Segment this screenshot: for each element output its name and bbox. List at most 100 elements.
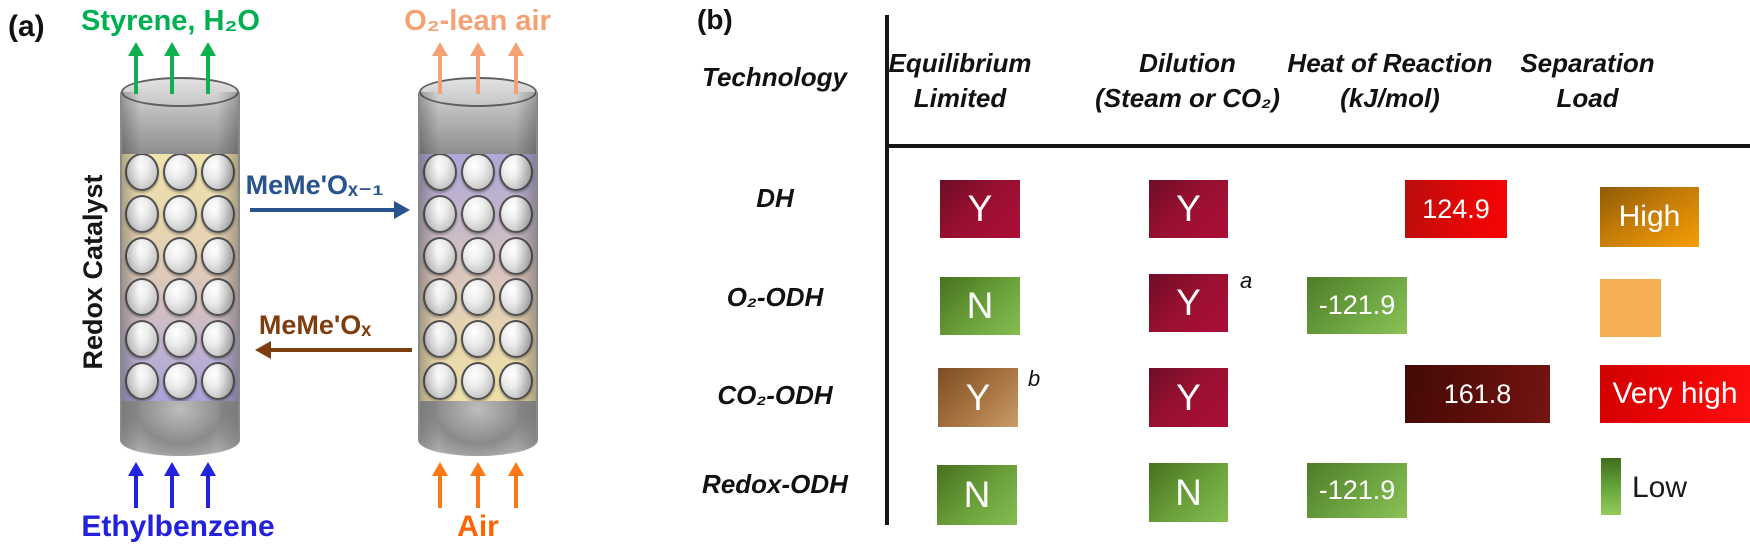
header-line: Heat of Reaction (1287, 48, 1493, 78)
catalyst-particle (423, 319, 458, 358)
dilution-box-redox-odh: N (1149, 463, 1228, 522)
catalyst-particle (162, 278, 197, 317)
catalyst-particle (200, 278, 235, 317)
reactor-right-catalyst-bed (420, 150, 536, 403)
header-line: Equilibrium (888, 48, 1032, 78)
reactor-left-bottom-cap (122, 401, 238, 456)
catalyst-particle (498, 194, 533, 233)
eq-box-dh: Y (940, 180, 1020, 238)
eq-box-co2-odh: Y (938, 368, 1018, 427)
header-line: Limited (913, 83, 1007, 113)
heat-box-redox-odh: -121.9 (1307, 463, 1407, 518)
oxidized-carrier-arrow (250, 208, 395, 212)
table-header-rule (885, 144, 1750, 148)
catalyst-particle (162, 153, 197, 192)
o2-lean-out-arrow (438, 55, 442, 94)
heat-box-co2-odh: 161.8 (1405, 365, 1550, 423)
separation-box-dh: High (1600, 187, 1699, 247)
row-label-dh: DH (756, 183, 794, 213)
separation-box-o2-odh (1600, 279, 1661, 337)
eq-box-redox-odh: N (937, 465, 1017, 525)
ethylbenzene-label: Ethylbenzene (81, 510, 275, 543)
catalyst-particle (460, 319, 495, 358)
catalyst-particle (460, 278, 495, 317)
header-technology: Technology (702, 62, 847, 92)
air-in-arrow (476, 475, 480, 508)
row-label-o2-odh: O₂-ODH (726, 282, 824, 312)
catalyst-particle (200, 236, 235, 275)
air-label: Air (457, 510, 499, 543)
catalyst-particle (162, 194, 197, 233)
catalyst-particle (200, 361, 235, 400)
catalyst-particle (423, 278, 458, 317)
catalyst-particle (125, 278, 160, 317)
oxidized-carrier-label: MeMe'Oₓ₋₁ (245, 170, 384, 200)
catalyst-particle (162, 361, 197, 400)
reactor-right-bottom-cap (420, 401, 536, 456)
ethylbenzene-in-arrow (170, 475, 174, 508)
catalyst-particle (498, 153, 533, 192)
catalyst-particle (200, 194, 235, 233)
catalyst-particle (162, 319, 197, 358)
dilution-box-co2-odh: Y (1149, 368, 1228, 427)
header-line: (Steam or CO₂) (1095, 83, 1280, 113)
header-separation-load: Separation Load (1495, 46, 1680, 116)
o2-lean-out-arrow (514, 55, 518, 94)
catalyst-particle (125, 361, 160, 400)
catalyst-particle (423, 361, 458, 400)
catalyst-particle (498, 278, 533, 317)
table-vertical-rule (885, 15, 889, 525)
catalyst-particle (200, 319, 235, 358)
styrene-h2o-label: Styrene, H₂O (81, 5, 260, 37)
catalyst-particle (125, 236, 160, 275)
header-line: Dilution (1139, 48, 1236, 78)
catalyst-particle (498, 361, 533, 400)
dilution-box-dh: Y (1149, 180, 1228, 238)
redox-catalyst-side-label: Redox Catalyst (78, 174, 108, 370)
styrene-out-arrow (206, 55, 210, 94)
reduced-carrier-arrow (270, 348, 412, 352)
catalyst-particle (460, 194, 495, 233)
eq-box-o2-odh: N (940, 277, 1020, 335)
catalyst-particle (498, 319, 533, 358)
dilution-box-o2-odh: Y (1149, 274, 1228, 332)
catalyst-particle (125, 319, 160, 358)
header-line: Load (1556, 83, 1619, 113)
ethylbenzene-in-arrow (206, 475, 210, 508)
catalyst-particle (460, 236, 495, 275)
heat-box-dh: 124.9 (1405, 180, 1507, 238)
catalyst-particle (125, 153, 160, 192)
catalyst-particle (423, 236, 458, 275)
o2-lean-air-label: O₂-lean air (404, 5, 551, 37)
row-label-co2-odh: CO₂-ODH (717, 380, 833, 410)
catalyst-particle (423, 194, 458, 233)
o2-lean-out-arrow (476, 55, 480, 94)
catalyst-particle (162, 236, 197, 275)
panel-b-label: (b) (697, 4, 733, 35)
catalyst-particle (460, 361, 495, 400)
panel-a-label: (a) (8, 10, 45, 43)
separation-box-co2-odh: Very high (1600, 365, 1750, 423)
reactor-left-catalyst-bed (122, 150, 238, 403)
header-line: Separation (1520, 48, 1655, 78)
heat-box-o2-odh: -121.9 (1307, 277, 1407, 334)
catalyst-particle (125, 194, 160, 233)
footnote-a-marker: a (1240, 268, 1253, 293)
reduced-carrier-label: MeMe'Oₓ (258, 310, 372, 340)
catalyst-particle (200, 153, 235, 192)
header-heat-of-reaction: Heat of Reaction (kJ/mol) (1275, 46, 1505, 116)
header-equilibrium-limited: Equilibrium Limited (870, 46, 1050, 116)
catalyst-particle (423, 153, 458, 192)
catalyst-particle (498, 236, 533, 275)
styrene-out-arrow (170, 55, 174, 94)
styrene-out-arrow (134, 55, 138, 94)
ethylbenzene-in-arrow (134, 475, 138, 508)
footnote-b-marker: b (1028, 366, 1041, 391)
reactor-left-top-ellipse (121, 77, 239, 107)
separation-label-redox-odh: Low (1632, 471, 1688, 504)
row-label-redox-odh: Redox-ODH (702, 469, 848, 499)
header-dilution: Dilution (Steam or CO₂) (1080, 46, 1295, 116)
separation-bar-redox-odh (1601, 458, 1621, 515)
air-in-arrow (438, 475, 442, 508)
